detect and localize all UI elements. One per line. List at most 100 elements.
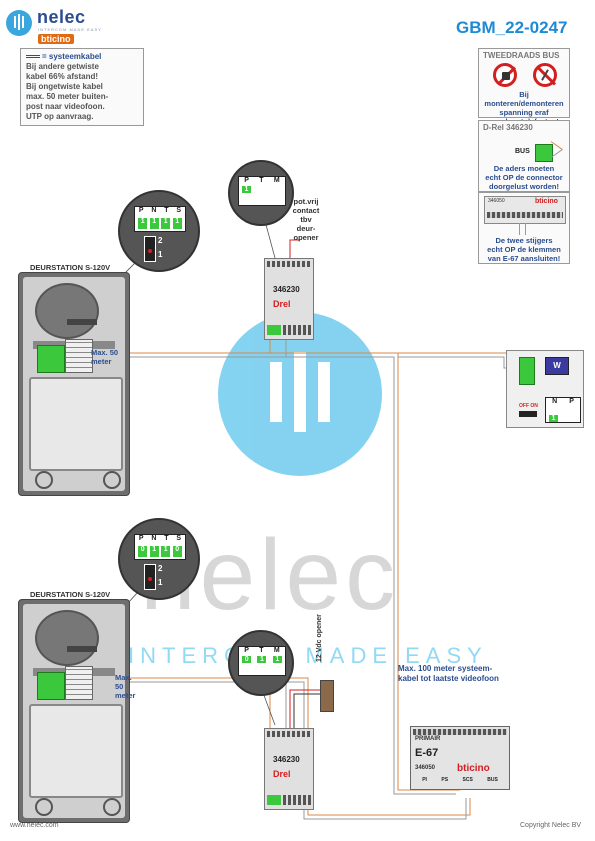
dip-header: P — [138, 535, 144, 542]
dip-value: 1 — [138, 218, 148, 229]
dip-value: 1 — [149, 218, 159, 229]
monitor-switch — [519, 411, 537, 417]
relay-value: 1 — [272, 656, 282, 663]
camera-unit — [35, 283, 99, 339]
drel-panel: D-Rel 346230 BUS De aders moeten echt OP… — [478, 120, 570, 192]
dip-header: S — [176, 535, 182, 542]
nelec-logo: nelec INTERCOM MADE EASY bticino — [6, 6, 126, 46]
cable-note: = systeemkabel Bij andere getwiste kabel… — [20, 48, 144, 126]
door-opener — [320, 680, 334, 712]
dip-value: 1 — [149, 546, 159, 557]
relay-header: T — [259, 647, 264, 654]
psu-label: PRIMAIR — [415, 736, 441, 742]
note-line: Bij andere getwiste — [26, 62, 99, 71]
wire-red — [289, 689, 320, 728]
relay-module: 346230 Drel — [264, 728, 314, 810]
distance-label: Max. 50 meter — [115, 673, 136, 700]
monitor-value: 1 — [549, 415, 558, 422]
camera-unit — [35, 610, 99, 666]
door-station: Max. 50 meter — [18, 599, 135, 823]
monitor-terminals — [519, 357, 535, 385]
note-line: kabel 66% afstand! — [26, 72, 99, 81]
relay-terminals — [267, 795, 281, 805]
dip-zoom: P N T S 1 1 1 1 2 1 — [118, 190, 200, 272]
psu-model: E-67 — [415, 747, 439, 759]
dip-value: 0 — [172, 546, 182, 557]
door-station-title: DEURSTATION S-120V — [30, 263, 111, 272]
relay-module: 346230 Drel — [264, 258, 314, 340]
dip-value: 1 — [161, 218, 171, 229]
dip-switch-block: P N T S 0 1 1 0 — [134, 534, 186, 560]
e67-module: 346050 bticino — [484, 196, 566, 224]
psu-terminals: PI PS SCS BUS — [415, 777, 505, 787]
dip-header: T — [164, 207, 169, 214]
e67-module-code: 346050 — [488, 198, 505, 204]
note-heading: = systeemkabel — [26, 52, 138, 62]
dip-value: 0 — [138, 546, 148, 557]
contact-label: pot.vrij contact tbv deur- opener — [292, 197, 320, 242]
monitor-screen: W — [545, 357, 569, 375]
wire-grey — [398, 356, 518, 369]
wire-grey — [128, 356, 456, 795]
psu-terminal: PS — [441, 777, 449, 783]
distance-note: Max. 100 meter systeem- kabel tot laatst… — [398, 664, 499, 683]
bus-connector — [535, 144, 553, 162]
psu-terminal: SCS — [462, 777, 473, 783]
dip-switch-block: P N T S 1 1 1 1 — [134, 206, 186, 232]
relay-header: T — [259, 177, 264, 184]
brand-name: nelec — [37, 7, 86, 27]
power-supply: PRIMAIR E-67 346050 bticino PI PS SCS BU… — [410, 726, 510, 790]
jumper-label: 2 — [158, 236, 163, 245]
bus-panel-title: TWEEDRAADS BUS — [483, 51, 560, 60]
terminal-block — [37, 345, 65, 373]
psu-code: 346050 — [415, 765, 436, 771]
dip-zoom: P N T S 0 1 1 0 2 1 — [118, 518, 200, 600]
relay-value: 1 — [257, 656, 267, 663]
dip-header: N — [151, 207, 157, 214]
wire-orange — [128, 352, 460, 791]
psu-brand: bticino — [457, 763, 490, 774]
door-station: Max. 50 meter — [18, 272, 130, 496]
note-line: max. 50 meter buiten- — [26, 92, 109, 101]
distance-label: Max. 50 meter — [91, 348, 119, 366]
relay-brand: Drel — [273, 299, 291, 309]
footer-url: www.nelec.com — [10, 822, 59, 829]
relay-zoom: P T M 1 — [228, 160, 294, 226]
monitor-header: N — [552, 398, 558, 405]
jumper — [144, 564, 156, 590]
note-line: UTP op aanvraag. — [26, 112, 94, 121]
note-line: Bij ongetwiste kabel — [26, 82, 103, 91]
relay-header: P — [244, 647, 249, 654]
relay-zoom: P T M 0 1 1 — [228, 630, 294, 696]
relay-header: M — [273, 177, 280, 184]
relay-value: 0 — [242, 656, 252, 663]
dip-header: P — [138, 207, 144, 214]
no-screwdriver-icon — [533, 63, 557, 87]
dip-header: S — [176, 207, 182, 214]
e67-panel: 346050 bticino De twee stijgers echt OP … — [478, 192, 570, 264]
dip-value: 1 — [172, 218, 182, 229]
brand-tagline: INTERCOM MADE EASY — [38, 27, 102, 32]
dip-header: N — [151, 535, 157, 542]
video-monitor: W OFF ON N P 1 — [506, 350, 584, 428]
jumper-label: 2 — [158, 564, 163, 573]
terminal-block — [37, 672, 65, 700]
jumper-label: 1 — [158, 578, 163, 587]
dip-header: T — [164, 535, 169, 542]
relay-value: 1 — [242, 186, 251, 193]
bticino-badge: bticino — [38, 34, 74, 44]
psu-terminal: PI — [422, 777, 427, 783]
door-station-title: DEURSTATION S-120V — [30, 590, 111, 599]
no-power-icon — [493, 63, 517, 87]
wire-black — [293, 693, 320, 728]
wire-red — [289, 239, 300, 260]
relay-terminals — [267, 325, 281, 335]
relay-code: 346230 — [273, 755, 300, 764]
bus-label: BUS — [515, 148, 530, 155]
dip-value: 1 — [161, 546, 171, 557]
opener-label: 12 Vdc opener — [316, 614, 323, 662]
e67-module-brand: bticino — [535, 198, 558, 205]
footer-copyright: Copyright Nelec BV — [520, 822, 582, 829]
document-id: GBM_22-0247 — [456, 18, 568, 37]
